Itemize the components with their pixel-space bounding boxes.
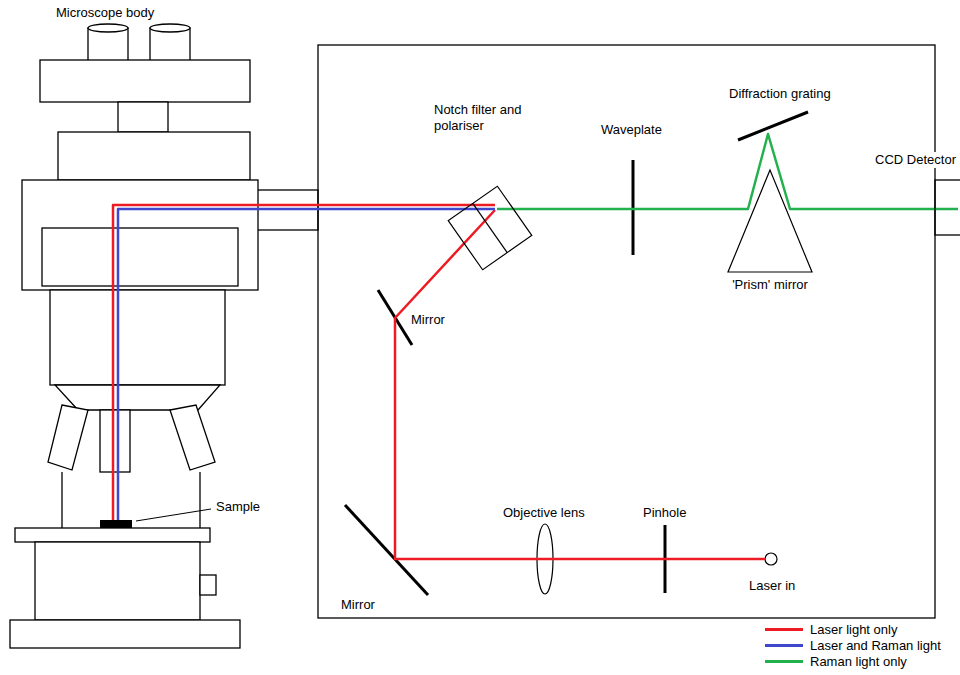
sample-slide bbox=[100, 520, 132, 528]
legend-swatch bbox=[765, 628, 803, 631]
mixed-beam bbox=[118, 209, 495, 520]
filter-divider bbox=[473, 203, 507, 252]
legend-label: Laser light only bbox=[810, 622, 897, 637]
eyepiece bbox=[150, 28, 190, 62]
part-label: Diffraction grating bbox=[728, 86, 832, 101]
lower-tube bbox=[50, 290, 225, 385]
microscope-base bbox=[35, 542, 200, 620]
laser-beam bbox=[113, 205, 495, 520]
notch-filter-box: Notch filter and polariser bbox=[430, 100, 560, 275]
ccd-detector-box: CCD Detector bbox=[866, 150, 960, 242]
part-label: Waveplate bbox=[600, 122, 663, 137]
light-beams bbox=[113, 134, 958, 559]
legend-entry: Laser and Raman light bbox=[765, 638, 941, 653]
microscope-arm bbox=[58, 132, 250, 180]
eyepiece bbox=[88, 28, 128, 62]
part-label: Pinhole bbox=[642, 505, 687, 520]
objective-tube bbox=[48, 405, 88, 470]
legend-swatch bbox=[765, 660, 803, 663]
stage-column bbox=[61, 472, 62, 528]
objective-tube bbox=[100, 410, 130, 472]
legend-swatch bbox=[765, 644, 803, 647]
eyepiece-top bbox=[150, 24, 190, 32]
objective-tube bbox=[170, 405, 215, 470]
part-label: Sample bbox=[215, 499, 261, 514]
part-label: Microscope body bbox=[55, 5, 155, 20]
mirror-symbol bbox=[345, 505, 428, 595]
focus-knob bbox=[200, 575, 216, 595]
node-label: Notch filter and polariser bbox=[434, 102, 546, 134]
laser-source bbox=[765, 553, 777, 565]
base-foot bbox=[10, 620, 240, 648]
eyepiece-top bbox=[88, 24, 128, 32]
legend-label: Laser and Raman light bbox=[810, 638, 941, 653]
stage-plate bbox=[15, 528, 210, 542]
stage-column bbox=[199, 472, 200, 528]
part-label: Mirror bbox=[340, 597, 376, 612]
filter-outline bbox=[448, 186, 532, 270]
microscope bbox=[10, 24, 318, 648]
legend-label: Raman light only bbox=[810, 654, 907, 669]
node-label: 'Prism' mirror bbox=[732, 277, 808, 293]
legend-entry: Laser light only bbox=[765, 622, 897, 637]
microscope-neck bbox=[118, 102, 168, 132]
waveplate-symbol bbox=[632, 160, 635, 255]
leader-line bbox=[136, 509, 211, 521]
spectrometer-housing bbox=[318, 45, 935, 618]
prism-mirror: 'Prism' mirror bbox=[718, 165, 822, 300]
body-panel bbox=[42, 228, 238, 286]
raman-beam bbox=[497, 134, 958, 209]
part-label: Laser in bbox=[748, 578, 796, 593]
prism-outline bbox=[728, 170, 812, 272]
microscope-body bbox=[22, 180, 258, 290]
part-label: Objective lens bbox=[502, 505, 586, 520]
detector-outline bbox=[935, 180, 960, 235]
legend-entry: Raman light only bbox=[765, 654, 907, 669]
laser-beam bbox=[395, 210, 765, 559]
notch-filter-symbol bbox=[448, 186, 532, 270]
part-label: Mirror bbox=[410, 312, 446, 327]
grating-symbol bbox=[738, 112, 808, 140]
microscope-head bbox=[40, 60, 250, 102]
node-label: CCD Detector bbox=[875, 152, 956, 168]
